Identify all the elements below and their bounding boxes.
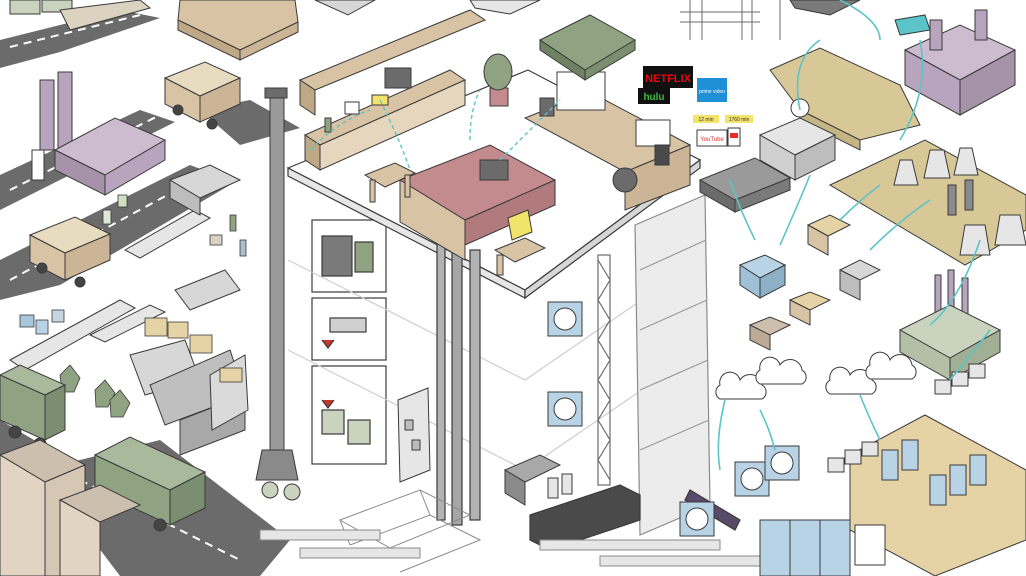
hvac-units: [547, 301, 800, 537]
bed: [398, 144, 557, 261]
paper-bags: [144, 317, 243, 383]
small-table: [363, 162, 417, 203]
garbage-truck-2: [28, 216, 112, 288]
satellite-station: [758, 98, 837, 181]
cloud-icon: [865, 351, 917, 380]
houses: [0, 439, 142, 576]
netflix-logo: [643, 66, 693, 88]
workstation-desk: [523, 71, 692, 211]
cooling-tower-plant: [828, 139, 1026, 266]
hulu-label: hulu: [643, 92, 664, 103]
storage-crates: [827, 363, 986, 473]
top-appliances: [314, 0, 861, 16]
recycling-warehouse: [177, 0, 299, 61]
purple-power-plant: [894, 9, 1017, 116]
server-room: [759, 414, 1026, 576]
bin-stack: [9, 0, 152, 31]
netflix-label: NETFLIX: [645, 73, 691, 85]
sorting-conveyor: [9, 164, 249, 456]
purple-factory: [31, 71, 167, 196]
prime-logo: [697, 78, 727, 102]
lamp-table: [493, 209, 547, 276]
wifi-router: [698, 157, 792, 213]
cloud-icons: [715, 351, 917, 400]
green-sacks: [59, 364, 131, 418]
data-connections: [717, 0, 991, 471]
video-tag-long: [725, 115, 753, 123]
power-pylons: [680, 0, 781, 40]
terrain-tile: [539, 14, 636, 81]
city-buildings: [738, 214, 882, 351]
streaming-services: NETFLIX hulu prime video YouTube 12 min …: [638, 66, 753, 147]
video-tag-short: [693, 115, 719, 123]
prime-label: prime video: [699, 89, 725, 95]
video-tag-long-label: 1760 min: [729, 117, 750, 123]
youtube-label: YouTube: [700, 137, 724, 143]
hulu-logo: [638, 88, 670, 104]
recyclables-bottles: [19, 194, 247, 335]
instruction-panels: [311, 219, 387, 465]
potted-plant: [483, 53, 513, 107]
video-tag-short-label: 12 min: [698, 117, 713, 123]
youtube-logo: [696, 129, 728, 147]
utility-pipes: [259, 529, 761, 567]
right-factory: [898, 269, 1002, 381]
generator: [503, 454, 573, 506]
kitchen-counter: [298, 9, 487, 171]
electrical-cabinet: [397, 387, 431, 483]
green-truck-2: [93, 436, 207, 532]
room-dashed-links: [309, 89, 561, 171]
garbage-truck-1: [163, 61, 242, 130]
trash-chute: [255, 87, 301, 501]
cloud-icon: [755, 356, 807, 385]
